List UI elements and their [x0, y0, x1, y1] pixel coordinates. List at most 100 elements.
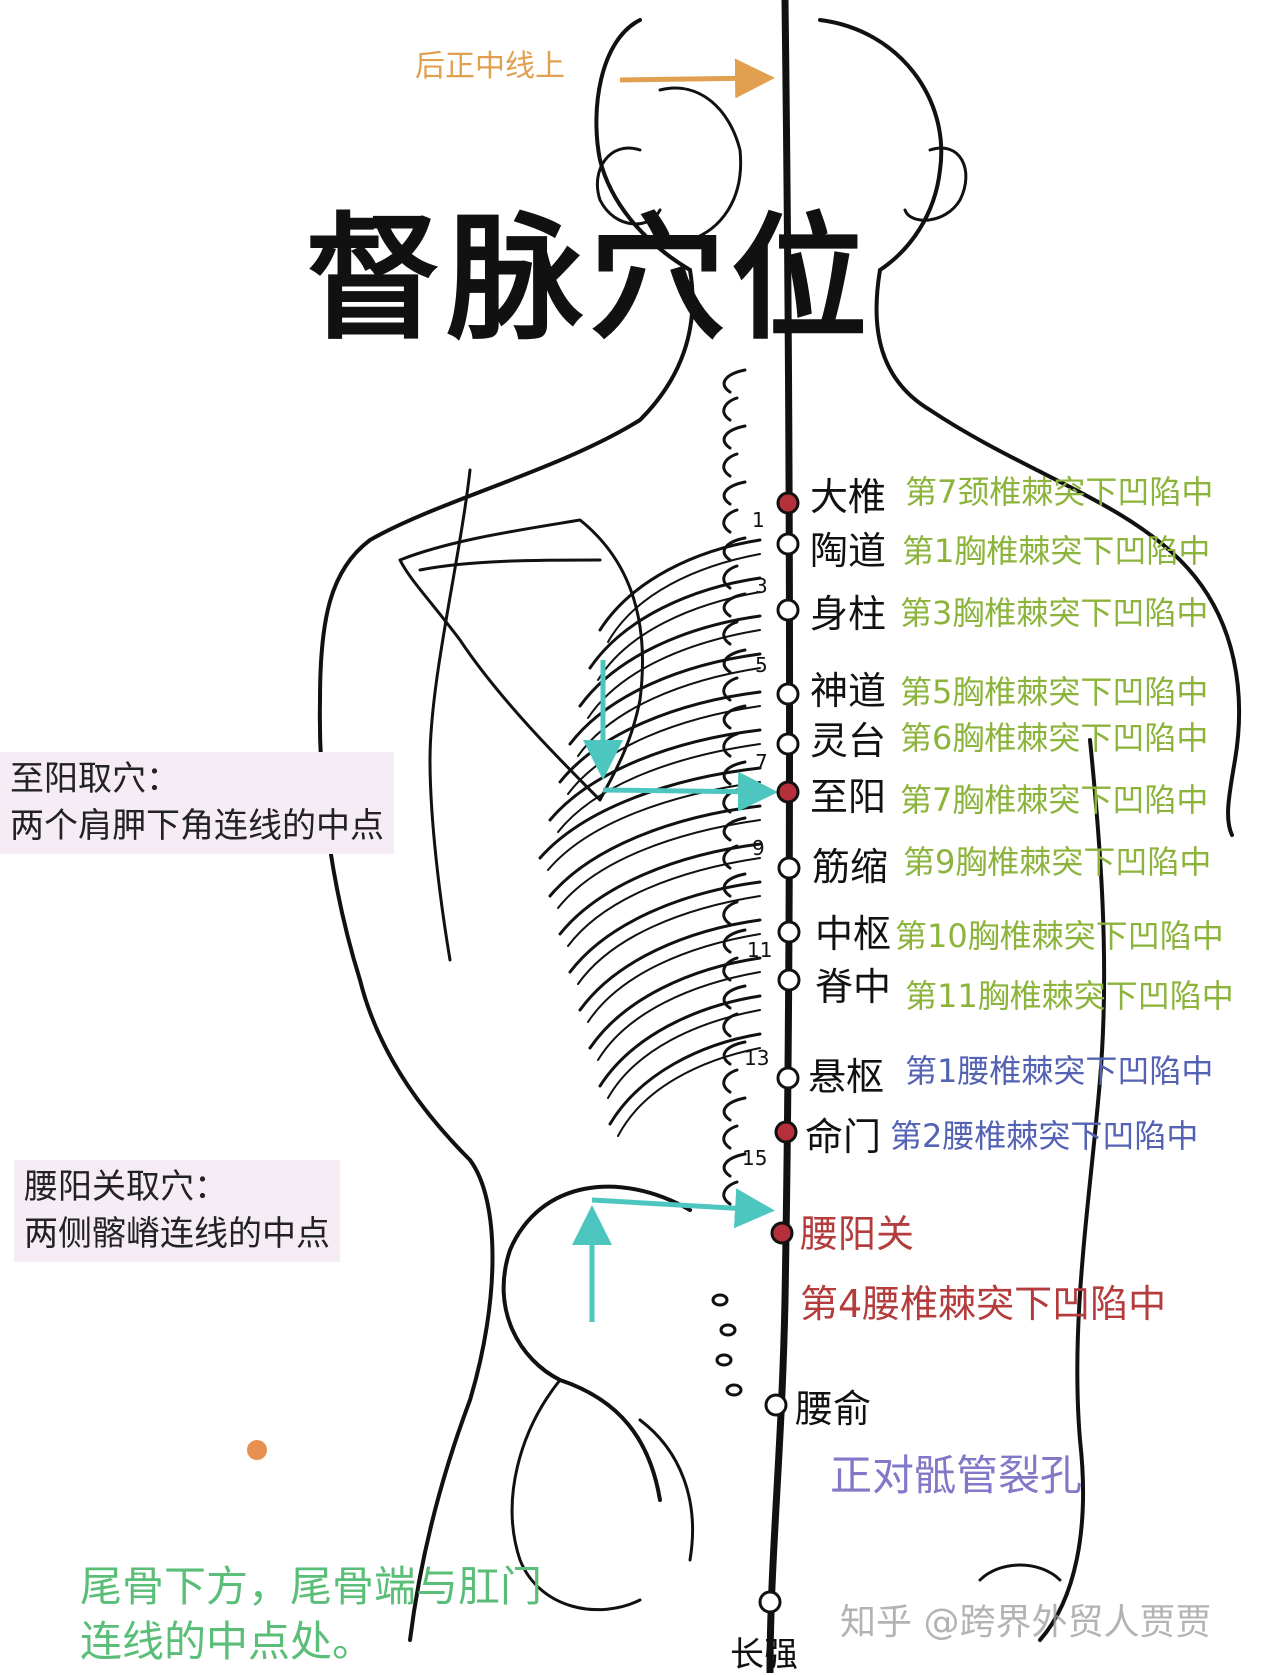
rib [598, 538, 762, 632]
acupoint-marker [776, 732, 800, 756]
pelvis-left [501, 1184, 692, 1502]
vertebra-outline [722, 508, 739, 534]
vertebra-outline [722, 956, 739, 982]
vertebra-number: 7 [755, 750, 768, 774]
vertebra-number: 9 [752, 836, 765, 860]
page-title: 督脉穴位 [305, 201, 873, 359]
acupoint-marker [758, 1590, 782, 1614]
rib [587, 933, 761, 1023]
sacrum-outline [638, 1418, 695, 1562]
yaoyangguan-note-body: 两侧髂嵴连线的中点 [24, 1213, 330, 1254]
changqiang-location-note: 尾骨下方，尾骨端与肛门 连线的中点处。 [80, 1560, 542, 1669]
vertebra-outline [722, 368, 747, 394]
midline-note: 后正中线上 [415, 49, 565, 84]
point-desc-shendao: 第5胸椎棘突下凹陷中 [900, 673, 1209, 711]
acupoint-marker [770, 1221, 794, 1245]
rib [548, 728, 762, 822]
head-outline [818, 18, 944, 272]
acupoint-marker [776, 491, 800, 515]
rib [568, 652, 762, 746]
vertebra-outline [722, 732, 739, 758]
head-outline [594, 18, 692, 272]
vertebra-outline [722, 844, 739, 870]
vertebra-outline [722, 760, 747, 786]
point-name-changqiang: 长强 [730, 1635, 798, 1675]
vertebra-number: 13 [744, 1046, 770, 1070]
rib [567, 857, 761, 947]
acupoint-marker [776, 1066, 800, 1090]
point-desc-yaoshu: 正对骶管裂孔 [830, 1451, 1083, 1500]
point-name-jizhong: 脊中 [815, 965, 892, 1009]
vertebra-outline [722, 816, 747, 842]
acupoint-marker [777, 920, 801, 944]
point-desc-yaoyangguan: 第4腰椎棘突下凹陷中 [800, 1282, 1167, 1326]
vertebra-outline [722, 872, 747, 898]
skull-detail [658, 86, 743, 242]
zhiyang-location-note: 至阳取穴： 两个肩胛下角连线的中点 [0, 752, 394, 854]
rib [558, 690, 762, 784]
rib [538, 766, 762, 860]
vertebra-outline [722, 1068, 739, 1094]
rib [547, 781, 761, 871]
acupoint-marker [776, 598, 800, 622]
vertebra-outline [722, 648, 747, 674]
sacral-foramen [715, 1353, 733, 1367]
rib [557, 743, 761, 833]
point-name-shenzhu: 身柱 [810, 592, 887, 636]
vertebra-outline [722, 480, 747, 506]
vertebra-outline [722, 1124, 739, 1150]
zhiyang-note-body: 两个肩胛下角连线的中点 [10, 805, 384, 846]
vertebra-outline [722, 900, 739, 926]
point-name-xuanshu: 悬枢 [808, 1055, 885, 1099]
rib [588, 576, 762, 670]
point-name-zhiyang: 至阳 [810, 775, 887, 819]
left-arm-inner [428, 468, 472, 962]
rib [607, 553, 761, 643]
point-desc-xuanshu: 第1腰椎棘突下凹陷中 [905, 1052, 1214, 1090]
vertebra-outline [722, 1040, 747, 1066]
left-shoulder-outline [317, 268, 695, 982]
rib [568, 880, 762, 974]
rib [597, 971, 761, 1061]
acupoint-marker [764, 1393, 788, 1417]
zhiyang-note-heading: 至阳取穴： [10, 759, 180, 799]
rib [578, 918, 762, 1012]
sacral-foramen [711, 1293, 729, 1307]
midline-arrow [619, 58, 775, 99]
vertebra-outline [722, 928, 747, 954]
ear-outline [903, 146, 968, 222]
acupoint-marker [777, 968, 801, 992]
right-torso-outline [1038, 738, 1107, 1642]
point-desc-shenzhu: 第3胸椎棘突下凹陷中 [900, 594, 1209, 632]
changqiang-note-line1: 尾骨下方，尾骨端与肛门 [80, 1562, 543, 1611]
vertebra-number: 3 [755, 574, 768, 598]
rib [577, 895, 761, 985]
acupoint-marker [777, 856, 801, 880]
decorative-dot [247, 1440, 267, 1460]
vertebra-outline [722, 676, 739, 702]
vertebra-number: 5 [755, 653, 768, 677]
point-name-yaoyangguan: 腰阳关 [800, 1212, 915, 1256]
point-name-jinsuo: 筋缩 [812, 845, 889, 889]
ear-outline [595, 146, 662, 226]
governor-vessel-line [766, 0, 794, 1673]
right-shoulder-outline [874, 268, 1242, 837]
rib [617, 1047, 761, 1137]
left-torso-outline [358, 978, 495, 1642]
watermark: 知乎 @跨界外贸人贾贾 [840, 1602, 1212, 1643]
vertebra-outline [722, 1152, 747, 1178]
vertebra-outline [722, 984, 747, 1010]
hip-joint [510, 1378, 642, 1612]
vertebra-outline [722, 1012, 739, 1038]
vertebra-outline [722, 564, 739, 590]
rib [588, 956, 762, 1050]
vertebra-outline [722, 1180, 739, 1206]
point-name-yaoshu: 腰俞 [795, 1387, 872, 1431]
point-name-lingtai: 灵台 [810, 719, 887, 763]
acupoint-marker [776, 682, 800, 706]
vertebra-outline [722, 396, 739, 422]
right-hip-detail [978, 1563, 1062, 1582]
rib [598, 994, 762, 1088]
